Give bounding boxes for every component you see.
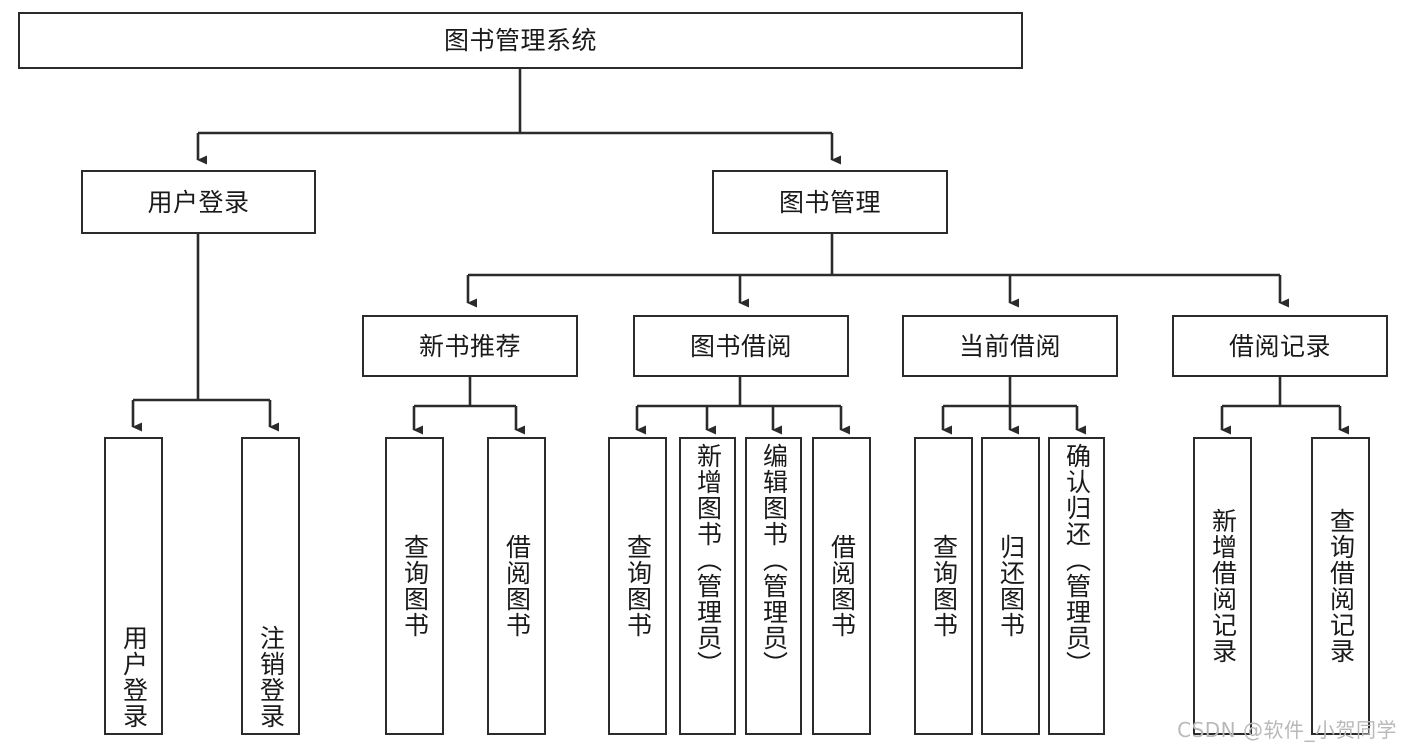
node-label: 查询借阅记录 [1326,508,1356,664]
leaf-new-book-borrow[interactable]: 借阅图书 [487,437,546,735]
leaf-current-confirm-return-admin[interactable]: 确认归还（管理员） [1048,437,1105,735]
node-current-borrow[interactable]: 当前借阅 [902,315,1118,377]
node-label: 查询图书 [929,534,959,638]
node-label: 图书管理 [778,187,881,217]
node-label: 注销登录 [256,625,286,729]
node-label: 新增借阅记录 [1208,508,1238,664]
node-user-login[interactable]: 用户登录 [81,170,316,234]
leaf-records-query-record[interactable]: 查询借阅记录 [1311,437,1370,735]
node-label: 借阅记录 [1228,331,1331,361]
leaf-borrow-edit-book-admin[interactable]: 编辑图书（管理员） [745,437,802,735]
node-label: 查询图书 [400,534,430,638]
node-label: 当前借阅 [958,331,1061,361]
leaf-user-login-logout[interactable]: 注销登录 [241,437,300,735]
leaf-current-return-book[interactable]: 归还图书 [981,437,1040,735]
leaf-user-login-login[interactable]: 用户登录 [104,437,163,735]
leaf-borrow-add-book-admin[interactable]: 新增图书（管理员） [679,437,736,735]
node-label: 编辑图书（管理员） [759,443,789,677]
node-label: 新增图书（管理员） [693,443,723,677]
node-book-management[interactable]: 图书管理 [712,170,948,234]
node-book-borrow[interactable]: 图书借阅 [633,315,849,377]
node-label: 归还图书 [996,534,1026,638]
csdn-watermark: CSDN @软件_小贺同学 [1177,718,1397,742]
leaf-borrow-query-book[interactable]: 查询图书 [608,437,667,735]
leaf-records-add-record[interactable]: 新增借阅记录 [1193,437,1252,735]
node-label: 确认归还（管理员） [1062,443,1092,677]
leaf-new-book-query[interactable]: 查询图书 [385,437,444,735]
node-label: 用户登录 [147,187,250,217]
node-label: 查询图书 [623,534,653,638]
node-label: 图书管理系统 [443,26,597,55]
leaf-current-query-book[interactable]: 查询图书 [914,437,973,735]
node-label: 图书借阅 [689,331,792,361]
node-new-book-recommend[interactable]: 新书推荐 [362,315,578,377]
node-root-system[interactable]: 图书管理系统 [18,12,1023,69]
node-label: 借阅图书 [502,534,532,638]
node-label: 用户登录 [119,625,149,729]
node-label: 借阅图书 [827,534,857,638]
node-borrow-records[interactable]: 借阅记录 [1172,315,1388,377]
node-label: 新书推荐 [418,331,521,361]
leaf-borrow-borrow-book[interactable]: 借阅图书 [812,437,871,735]
